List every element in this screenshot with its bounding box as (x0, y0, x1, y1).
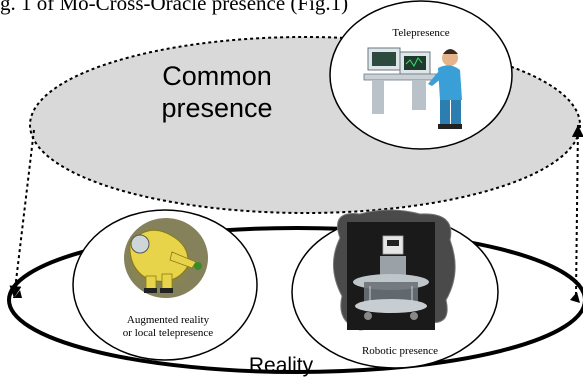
augmented-reality-label-line2: or local telepresence (123, 327, 214, 339)
robotic-presence-label: Robotic presence (362, 345, 438, 357)
hazmat-worker-icon (124, 218, 208, 298)
telepresence-label: Telepresence (392, 27, 449, 39)
caption-fragment: g. 1 of Mo-Cross-Oracle presence (Fig.1) (0, 0, 349, 15)
operator-workstation-icon (363, 47, 462, 129)
left-connector (9, 129, 35, 299)
mobile-robot-icon (333, 209, 456, 331)
reality-label: Reality (249, 354, 314, 377)
reality-right-arrow (570, 292, 580, 303)
augmented-reality-label-line1: Augmented reality (127, 314, 210, 326)
common-presence-label-line2: presence (161, 93, 272, 123)
common-presence-label-line1: Common (162, 61, 272, 91)
right-connector (571, 124, 583, 296)
